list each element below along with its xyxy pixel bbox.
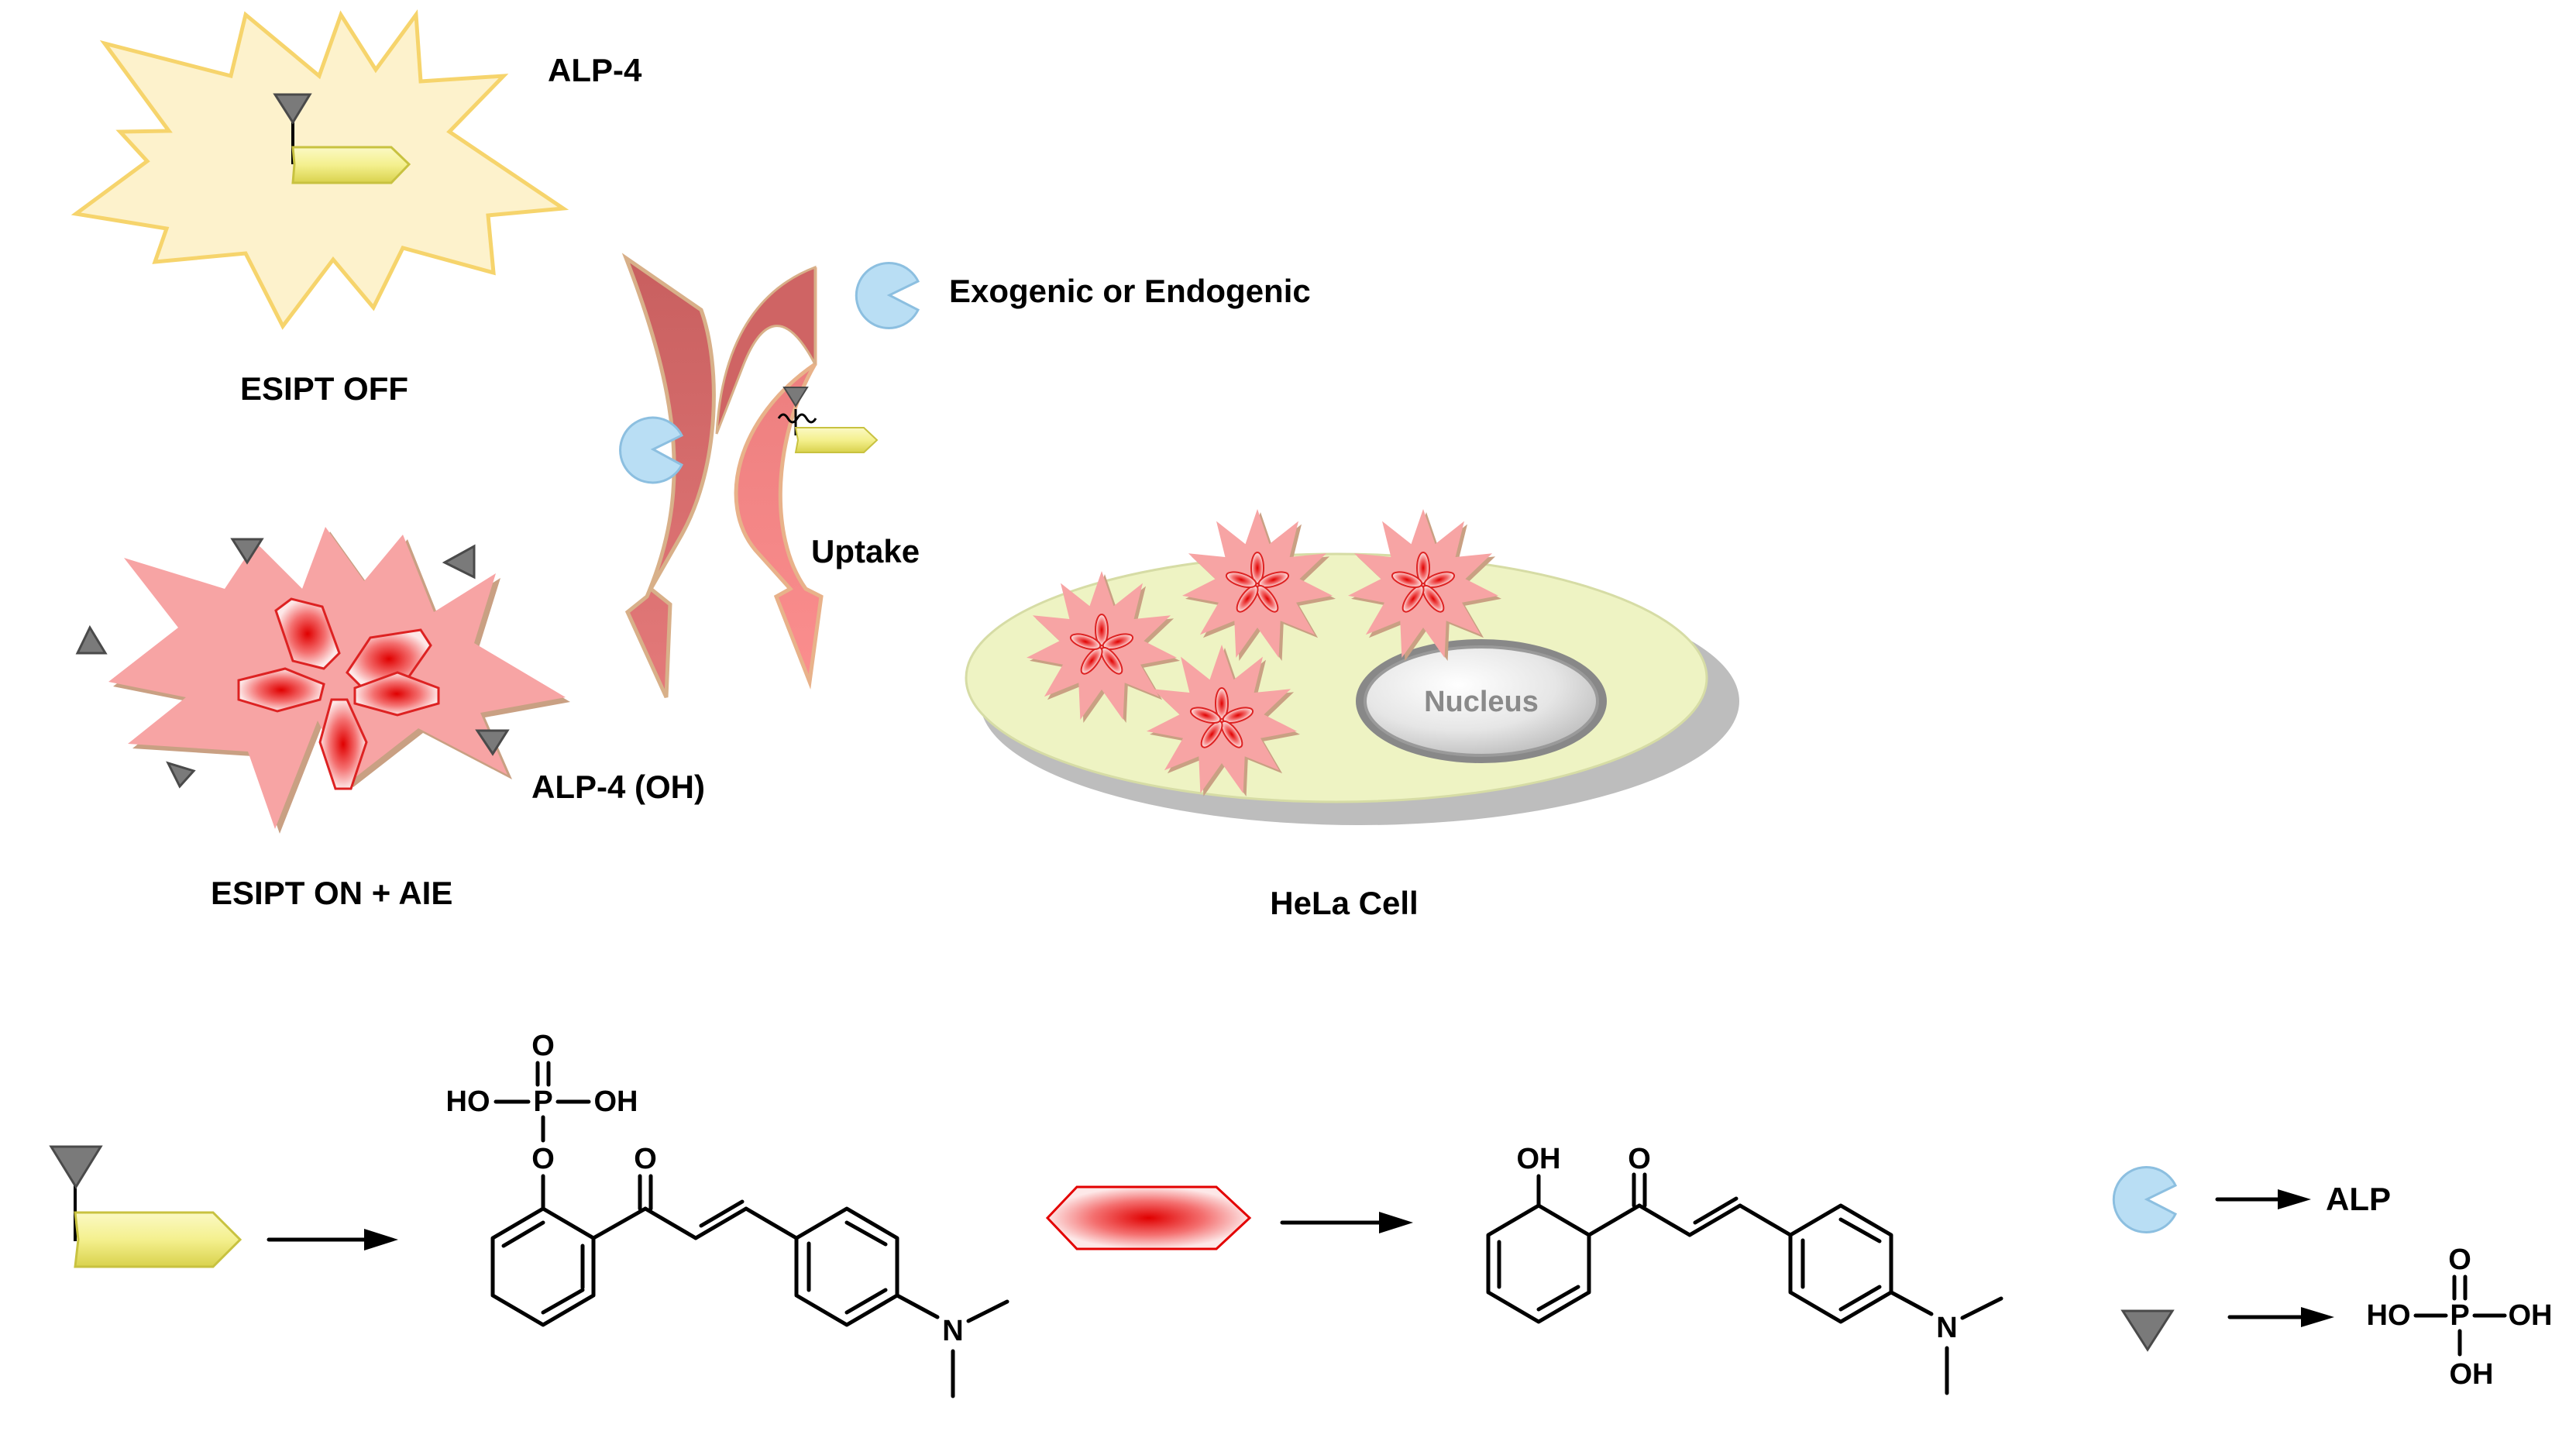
- red-hexagon-icon: [353, 671, 440, 717]
- molecule-alp4-oh: OH O N: [1486, 1143, 2003, 1395]
- red-hexagon-icon: [1416, 552, 1430, 584]
- label-esipt-on-aie: ESIPT ON + AIE: [211, 875, 452, 911]
- red-hexagon-icon: [1257, 571, 1290, 589]
- red-hexagon-icon: [1256, 584, 1279, 613]
- aie-aggregate: [237, 597, 440, 790]
- red-hexagon-icon: [1222, 707, 1254, 724]
- red-hexagon-icon: [1423, 571, 1456, 589]
- legend-arrow-head: [2301, 1307, 2334, 1327]
- label-alp: ALP: [2326, 1181, 2391, 1217]
- phosphate-triangle-icon: [2120, 1309, 2175, 1352]
- phosphate-triangle-icon: [166, 761, 196, 789]
- yellow-hexagon-icon: [74, 1211, 242, 1268]
- cell-aggregates: [1027, 509, 1501, 796]
- atom-o: O: [531, 1030, 555, 1062]
- red-hexagon-icon: [1189, 707, 1222, 724]
- red-hexagon-icon: [1069, 633, 1102, 651]
- arrow-dark-left: [621, 253, 716, 699]
- atom-n: N: [942, 1315, 963, 1347]
- label-esipt-off: ESIPT OFF: [240, 370, 408, 407]
- red-hexagon-icon: [1215, 687, 1229, 720]
- atom-o: O: [531, 1143, 555, 1175]
- phosphate-triangle-icon: [230, 538, 264, 565]
- phosphate-triangle-icon: [475, 729, 510, 756]
- enzyme-pacman-icon: [855, 262, 920, 329]
- label-hela-cell: HeLa Cell: [1270, 885, 1418, 921]
- nucleus: [1364, 645, 1599, 757]
- atom-p: P: [2450, 1299, 2469, 1332]
- label-nucleus: Nucleus: [1424, 686, 1539, 718]
- phosphate-triangle-icon: [782, 387, 809, 408]
- label-alp4-oh: ALP-4 (OH): [531, 769, 705, 805]
- esipt-off-burst: [71, 9, 569, 330]
- red-hexagon-icon: [1220, 720, 1243, 748]
- phosphate-triangle-icon: [273, 93, 312, 125]
- red-hexagon-icon: [274, 597, 341, 670]
- phosphate-triangle-icon: [49, 1145, 103, 1189]
- mini-aggregate: [1147, 645, 1300, 796]
- red-hexagon-icon: [1236, 584, 1259, 613]
- atom-ho: HO: [2367, 1299, 2411, 1332]
- esipt-on-burst: [108, 527, 570, 834]
- red-hexagon-icon: [1391, 571, 1423, 589]
- yellow-hexagon-icon: [794, 427, 879, 453]
- red-hexagon-icon: [1422, 584, 1445, 613]
- red-hexagon-icon: [1401, 584, 1425, 613]
- cleavable-wavy-bond: [777, 413, 817, 424]
- mini-aggregate: [1182, 509, 1336, 661]
- atom-n: N: [1936, 1312, 1957, 1344]
- red-hexagon-icon: [1200, 720, 1223, 748]
- phosphate-triangle-icon: [75, 624, 108, 655]
- atom-o: O: [1628, 1143, 1651, 1175]
- label-exogenic-endogenic: Exogenic or Endogenic: [949, 273, 1311, 309]
- atom-p: P: [533, 1085, 552, 1118]
- phosphoric-acid: O HO P OH OH: [2367, 1244, 2553, 1391]
- arrow-light-right: [734, 267, 824, 690]
- molecule-alp4: O HO P OH O O N: [446, 1030, 1009, 1398]
- mini-aggregate: [1027, 571, 1180, 723]
- yellow-hexagon-icon: [291, 146, 411, 184]
- red-hexagon-icon: [237, 667, 325, 713]
- red-burst-shape: [108, 527, 566, 829]
- enzyme-pacman-icon: [2112, 1166, 2178, 1233]
- label-alp4: ALP-4: [548, 52, 642, 88]
- red-hexagon-icon: [1045, 1185, 1252, 1250]
- red-hexagon-icon: [1250, 552, 1264, 584]
- atom-ho: HO: [446, 1085, 490, 1118]
- uptake-arrows: [621, 253, 824, 699]
- red-hexagon-icon: [318, 698, 368, 790]
- mini-aggregate: [1348, 509, 1501, 661]
- atom-oh: OH: [2450, 1358, 2494, 1391]
- probe-small: [777, 387, 879, 453]
- red-hexagon-icon: [1102, 633, 1134, 651]
- atom-oh: OH: [1517, 1143, 1561, 1175]
- atom-o: O: [634, 1143, 657, 1175]
- phosphate-triangle-icon: [442, 544, 476, 580]
- probe-legend: [49, 1145, 242, 1268]
- label-uptake: Uptake: [811, 533, 920, 569]
- legend-arrow-head: [2278, 1189, 2311, 1209]
- red-hexagon-icon: [1100, 646, 1123, 675]
- enzyme-pacman-icon: [619, 416, 684, 484]
- reaction-arrow-head: [364, 1229, 398, 1250]
- red-hexagon-icon: [1080, 646, 1103, 675]
- arrow-dark-right: [715, 265, 817, 435]
- red-hexagon-icon: [1095, 614, 1109, 646]
- reaction-arrow-head: [1379, 1212, 1413, 1233]
- atom-oh: OH: [594, 1085, 638, 1118]
- red-hexagon-icon: [1225, 571, 1257, 589]
- atom-o: O: [2448, 1244, 2471, 1276]
- atom-oh: OH: [2509, 1299, 2553, 1332]
